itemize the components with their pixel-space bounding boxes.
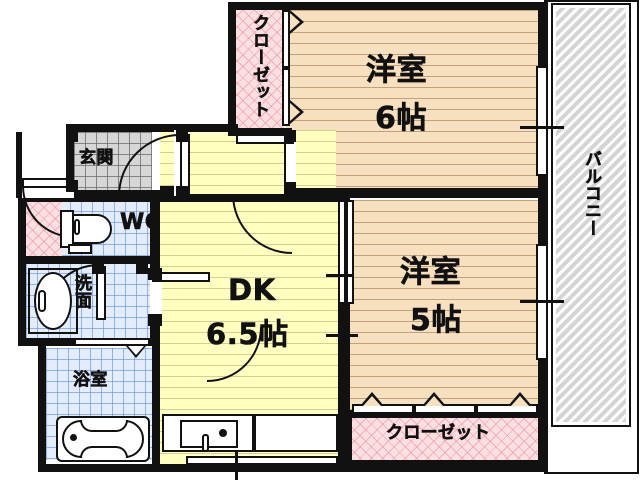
wall-bedroom6-bedroom5-divider [284, 188, 546, 198]
label-washroom: 洗面 [71, 274, 92, 309]
toilet-lever [74, 219, 80, 235]
kitchen-counter-divider [252, 414, 256, 452]
washbasin-counter [28, 268, 78, 334]
bedroom6-door-hinge-bottom [284, 182, 296, 194]
wall-left-outer [18, 192, 26, 346]
toilet-base [68, 244, 92, 254]
label-closet-top: クローゼット [249, 14, 270, 119]
balcony-outer-bottom-edge [544, 472, 639, 474]
bedroom6-door-opening [286, 130, 296, 194]
label-bedroom-5-size: 5帖 [410, 303, 463, 338]
label-bathroom: 浴室 [73, 370, 108, 390]
washroom-inner-hinge-top [92, 262, 104, 274]
bedroom5-door-tick-mid [344, 334, 358, 337]
washroom-door-hinge-bottom [148, 314, 162, 326]
kitchen-sink-drain-icon [219, 429, 227, 437]
label-wc: WC [120, 210, 162, 235]
closet-top-door-upper[interactable] [282, 10, 290, 68]
room-bedroom-5 [350, 200, 538, 412]
bedroom5-door-tick-bottom [326, 334, 354, 337]
washroom-door-hinge-left [148, 268, 162, 280]
closet-bottom-arrow-3-inner [511, 396, 529, 406]
entrance-door-hinge-bottom [66, 180, 78, 192]
kitchen-faucet-icon [202, 434, 209, 452]
wall-hallway-bottom [18, 194, 340, 202]
toilet-tank [60, 210, 74, 248]
bedroom6-door-hinge-top [284, 130, 296, 142]
room-closet-bottom [352, 416, 538, 462]
bedroom5-window-tick [520, 300, 564, 303]
wall-top-outer [228, 2, 546, 10]
wall-entrance-door-left [16, 132, 22, 196]
bedroom5-door-tick-top [326, 274, 354, 277]
entrance-inner-door-hinge-bottom [176, 186, 188, 198]
label-bedroom-5-name: 洋室 [400, 255, 462, 290]
entrance-door-hinge-top [66, 130, 78, 142]
bedroom5-sliding-door-outer[interactable] [338, 200, 346, 304]
washroom-door-opening [150, 268, 162, 324]
wall-entrance-left [66, 124, 74, 190]
closet-top-door-arrow-lower-inner [290, 103, 300, 121]
wall-closet-bottom-left [338, 410, 352, 468]
label-balcony: バルコニー [581, 150, 602, 237]
room-balcony [556, 8, 626, 422]
label-closet-bottom: クローゼット [386, 423, 491, 443]
label-entrance: 玄関 [79, 148, 114, 168]
balcony-outer-right-edge [637, 0, 639, 474]
wall-wc-right [150, 192, 160, 258]
hallway-door-jamb [160, 186, 174, 198]
label-bedroom-6-size: 6帖 [375, 101, 428, 136]
bedroom5-sliding-door-inner[interactable] [346, 200, 354, 304]
closet-top-door-lower[interactable] [282, 68, 290, 126]
bathroom-door-sash[interactable] [74, 338, 150, 346]
closet-bottom-arrow-2-inner [425, 396, 443, 406]
kitchen-base-cabinet [186, 456, 338, 465]
entrance-inner-door-hinge-top [176, 130, 188, 142]
wall-closet-top-bottom [228, 128, 290, 136]
bedroom6-window-tick [520, 126, 564, 129]
closet-bottom-arrow-1-inner [363, 396, 381, 406]
wall-closet-left [228, 2, 236, 136]
bedroom6-balcony-window[interactable] [536, 66, 548, 176]
balcony-outer-top-edge [544, 0, 639, 2]
label-dk-name: DK [228, 273, 276, 307]
kitchen-sink-fixture [180, 420, 238, 448]
wall-closet-bottom-base [338, 460, 548, 470]
room-closet-top [236, 10, 284, 128]
washbasin-faucet [38, 290, 46, 312]
wall-dk-left [152, 256, 160, 472]
balcony-outline [551, 3, 631, 427]
closet-bottom-door-3[interactable] [476, 404, 538, 414]
bathroom-door-direction-icon-inner [128, 346, 144, 355]
closet-top-door-arrow-upper-inner [290, 13, 300, 31]
bathtub-rim-top [80, 420, 128, 432]
kitchen-center-marker [235, 452, 238, 480]
washroom-inner-hinge-right [136, 262, 148, 274]
label-bedroom-6-name: 洋室 [366, 53, 428, 88]
wall-wc-bottom [18, 256, 160, 264]
wall-closet-bottom-top [338, 410, 548, 418]
wall-hallway-top [66, 124, 238, 132]
bathtub-drain-icon [70, 434, 77, 441]
wall-bathroom-bottom [38, 464, 160, 472]
wall-bathroom-left [38, 340, 46, 472]
bathtub-rim-bottom [80, 446, 128, 458]
wall-closet-bottom-right [538, 410, 548, 468]
label-dk-size: 6.5帖 [206, 317, 289, 351]
